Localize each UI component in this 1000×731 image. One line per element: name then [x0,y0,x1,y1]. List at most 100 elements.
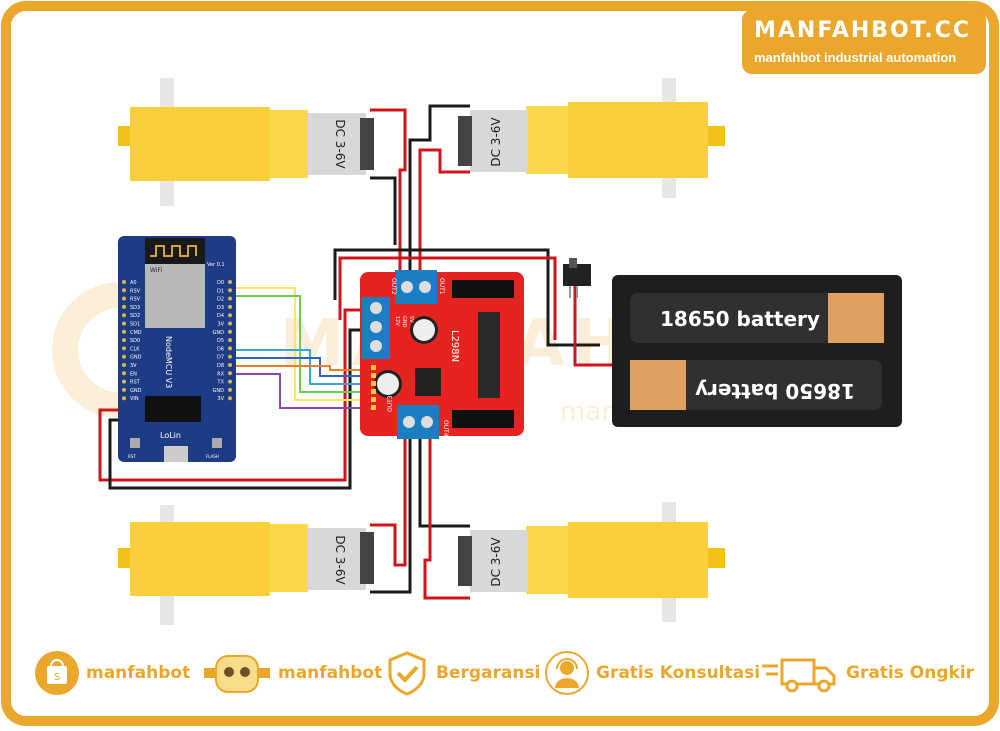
mascot-icon [204,655,270,693]
motor-wires [370,104,470,600]
svg-text:S: S [54,672,60,683]
pin-hole [228,296,232,301]
pin-label: D7 [217,355,224,361]
nodemcu-board: WiFi NodeMCU V3 LoLin Ver 0.1 RST FLASH … [118,236,236,462]
pin-label: RST [130,380,141,386]
nodemcu-name: NodeMCU V3 [164,336,173,388]
pin-hole [122,280,126,284]
power-wires [98,248,612,490]
pin-label: RSV [130,288,141,294]
footer-label: manfahbot [278,663,383,683]
pin-hole [228,280,232,284]
pin-label: CLK [130,346,140,352]
pin-label: RX [217,371,224,377]
pin-hole [228,288,232,293]
pin-hole [122,387,126,392]
pin-label: VIN [130,396,139,402]
driver-out4-label: OUT4 [442,420,449,437]
pin-label: D8 [217,363,224,369]
nodemcu-maker: LoLin [160,431,181,440]
motor-bottom-right: DC 3-6V [458,502,725,622]
pin-label: D6 [217,346,224,352]
pin-label: D5 [217,338,224,344]
footer-label: manfahbot [86,663,191,683]
pin-hole [228,338,232,343]
pin-label: SD2 [130,313,140,319]
pin-label: RSV [130,297,141,303]
nodemcu-left-pins: A0RSVRSVSD3SD2SD1CMDSD0CLKGND3VENRSTGNDV… [122,280,142,402]
motor-label: DC 3-6V [489,537,503,587]
driver-pin-label: 5V [408,316,414,323]
pin-label: CMD [130,330,142,336]
pin-label: TX [217,380,225,386]
power-switch [563,258,591,298]
footer-label: Gratis Ongkir [846,663,975,683]
driver-pin-label: GND [401,316,407,328]
pin-label: D1 [217,288,224,294]
flash-label: FLASH [206,454,219,459]
nodemcu-version: Ver 0.1 [207,262,225,268]
battery-label-bottom: 18650 battery [695,379,855,403]
footer-item-mascot[interactable]: manfahbot [202,650,382,696]
pin-hole [228,321,232,326]
footer-label: Bergaransi [436,663,541,683]
pin-hole [122,313,126,318]
footer-label: Gratis Konsultasi [596,663,761,683]
signal-wires [232,287,372,409]
pin-hole [228,354,232,359]
brand-title: MANFAHBOT.CC [754,18,972,43]
motor-label: DC 3-6V [333,535,347,585]
motor-top-left: DC 3-6V [118,78,374,206]
pin-hole [228,371,232,376]
footer-item-warranty[interactable]: Bergaransi [384,650,540,696]
l298n-driver: L298N OUT1 OUT2 OUT3 OUT4 12V GND 5V [360,270,524,439]
brand-subtitle: manfahbot industrial automation [754,50,957,65]
pin-hole [228,396,232,401]
driver-out1-label: OUT1 [438,278,445,295]
pin-hole [228,387,232,392]
delivery-truck-icon [762,658,836,693]
pin-hole [228,329,232,334]
pin-label: SD3 [130,305,140,311]
motor-label: DC 3-6V [489,117,503,167]
pin-hole [122,371,126,376]
pin-label: GND [213,388,225,394]
pin-hole [228,346,232,351]
footer-item-shop[interactable]: S manfahbot [34,650,190,696]
pin-label: 3V [217,396,224,402]
pin-label: D2 [217,297,224,303]
pin-hole [122,379,126,384]
pin-label: D3 [217,305,224,311]
pin-hole [228,363,232,367]
pin-hole [122,363,126,367]
pin-hole [122,288,126,293]
pin-label: GND [213,330,225,336]
driver-out3-label: OUT3 [387,395,394,412]
footer-item-shipping[interactable]: Gratis Ongkir [760,650,974,696]
pin-hole [122,338,126,343]
pin-label: A0 [130,280,137,286]
pin-label: SD0 [130,338,140,344]
battery-label-top: 18650 battery [660,307,820,331]
footer-item-consultation[interactable]: Gratis Konsultasi [544,650,760,696]
motor-label: DC 3-6V [333,119,347,169]
battery-holder: 18650 battery 18650 battery [612,275,902,427]
pin-hole [122,396,126,401]
pin-label: SD1 [130,322,140,328]
pin-hole [122,296,126,301]
pin-label: D4 [217,313,224,319]
pin-hole [122,354,126,359]
motor-top-right: DC 3-6V [458,78,725,198]
pin-label: 3V [130,363,137,369]
driver-out2-label: OUT2 [390,278,397,295]
pin-hole [228,304,232,309]
motor-bottom-left: DC 3-6V [118,505,374,625]
rst-label: RST [128,454,136,459]
brand-badge: MANFAHBOT.CC manfahbot industrial automa… [742,10,986,74]
pin-hole [122,346,126,351]
pin-label: D0 [217,280,224,286]
